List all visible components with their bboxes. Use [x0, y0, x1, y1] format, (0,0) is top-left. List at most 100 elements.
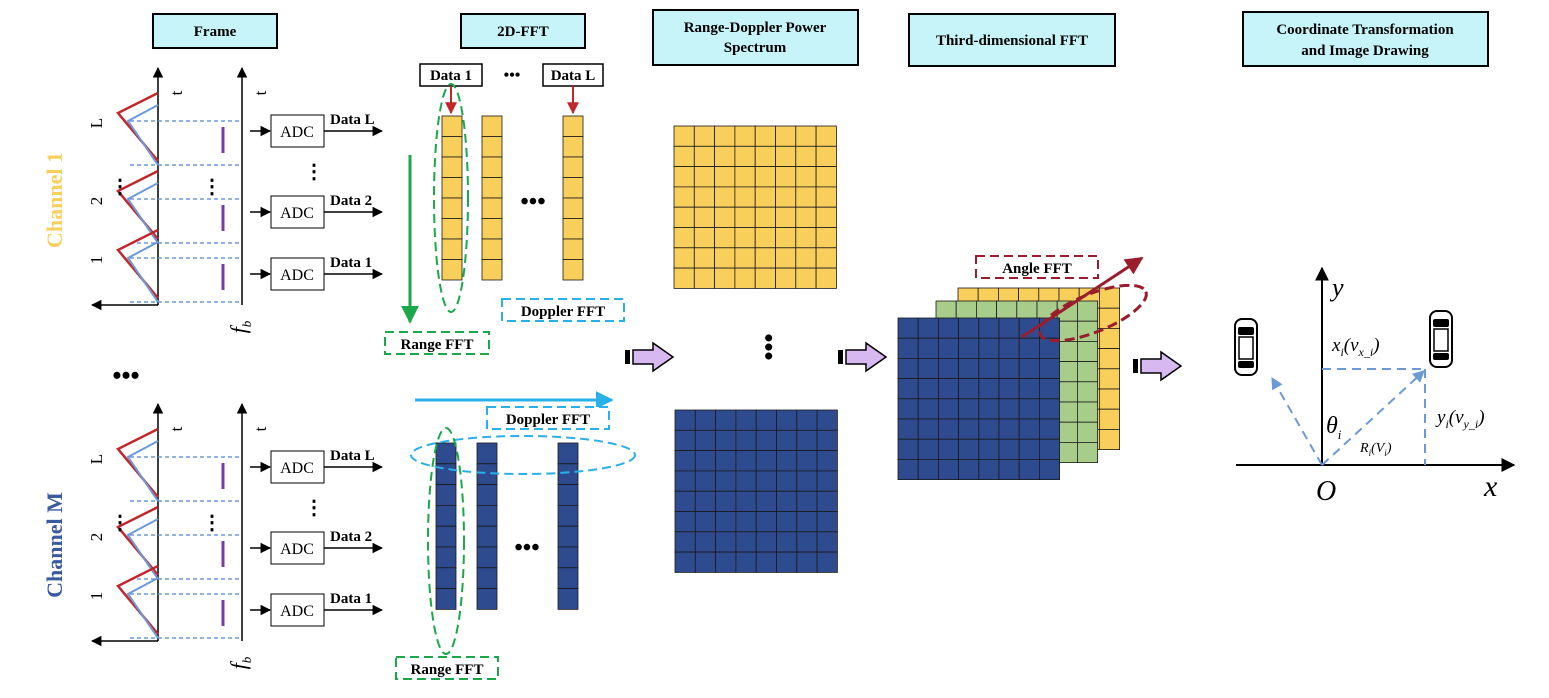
grid-cell	[674, 531, 696, 553]
grid-cell	[1018, 337, 1040, 359]
grid-cell	[776, 409, 798, 431]
axis-fb-label: fb	[226, 320, 254, 333]
svg-text:Doppler FFT: Doppler FFT	[506, 412, 590, 428]
grid-cell	[735, 409, 757, 431]
adc-vdots: ⋮	[304, 161, 324, 183]
yi-velocity-label: yi(vy_i)	[1435, 407, 1485, 431]
column-cell	[441, 238, 463, 260]
grid-cell	[754, 186, 776, 208]
grid-cell	[998, 398, 1020, 420]
process-arrow-tail	[838, 350, 843, 364]
grid-cell	[938, 357, 960, 379]
spectrum-vdots: •••	[754, 333, 783, 360]
column-cell	[435, 525, 457, 548]
grid-cell	[1039, 458, 1061, 480]
grid-cell	[917, 438, 939, 460]
chirp-index-label: 1	[87, 592, 106, 601]
grid-cell	[674, 450, 696, 472]
grid-cell	[1056, 421, 1078, 443]
xi-velocity-label: xi(vx_i)	[1331, 335, 1380, 359]
grid-cell	[1077, 340, 1099, 362]
column-cell	[476, 484, 498, 506]
beat-vdots: ⋮	[202, 176, 222, 198]
grid-cell	[998, 418, 1020, 440]
grid-cell	[1039, 398, 1061, 420]
grid-cell	[917, 458, 939, 480]
grid-cell	[775, 125, 797, 147]
grid-cell	[776, 470, 798, 492]
grid-cell	[694, 450, 716, 472]
beat-vdots: ⋮	[202, 512, 222, 534]
grid-cell	[815, 227, 837, 249]
grid-cell	[998, 357, 1020, 379]
grid-cell	[1077, 441, 1099, 463]
grid-cell	[815, 166, 837, 188]
column-cell	[557, 484, 579, 506]
grid-cell	[734, 125, 756, 147]
grid-cell	[754, 206, 776, 228]
grid-cell	[815, 267, 837, 289]
grid-cell	[1039, 378, 1061, 400]
grid-cell	[754, 267, 776, 289]
grid-cell	[795, 267, 817, 289]
process-arrows	[625, 341, 1183, 382]
rx-chirp	[126, 440, 159, 502]
grid-cell	[796, 470, 818, 492]
doppler-fft-label-bottom: Doppler FFT	[486, 406, 610, 430]
grid-cell	[694, 551, 716, 573]
column-cell	[562, 259, 584, 281]
grid-cell	[1099, 428, 1121, 450]
chirp-index-label: L	[87, 118, 106, 128]
chirp-index-label: L	[87, 454, 106, 464]
grid-cell	[694, 470, 716, 492]
grid-cell	[735, 490, 757, 512]
grid-cell	[816, 450, 838, 472]
header-range-doppler-spectrum: Range-Doppler Power Spectrum	[652, 9, 859, 66]
grid-cell	[754, 145, 776, 168]
grid-cell	[674, 470, 696, 492]
data-hdots: •••	[504, 67, 521, 84]
column-cell	[476, 525, 498, 548]
column-cell	[481, 259, 503, 281]
chirp-vdots: ⋮	[110, 512, 130, 534]
axis-t-label: t	[167, 90, 186, 95]
grid-cell	[673, 227, 695, 249]
axis-t-label: t	[167, 426, 186, 431]
grid-cell	[1077, 401, 1099, 423]
header-2d-fft: 2D-FFT	[460, 13, 586, 49]
grid-cell	[897, 317, 919, 339]
column-cell	[481, 115, 503, 137]
column-cell	[557, 463, 579, 485]
grid-cell	[755, 409, 777, 431]
column-cell	[476, 442, 498, 465]
grid-cell	[795, 206, 817, 228]
column-cell	[562, 197, 584, 219]
fft2d-bottom: Doppler FFT ••• Range FFT	[395, 391, 636, 680]
grid-cell	[1018, 357, 1040, 379]
grid-cell	[1077, 361, 1099, 383]
grid-cell	[796, 531, 818, 553]
grid-cell	[978, 418, 1000, 440]
grid-cell	[815, 145, 837, 168]
column-cell	[562, 218, 584, 240]
grid-cell	[714, 145, 736, 168]
coordinate-diagram: y x O xi(vx_i) yi(vy_i) θi Ri(Vi)	[1234, 266, 1516, 507]
grid-cell	[978, 357, 1000, 379]
column-cell	[435, 484, 457, 506]
grid-cell	[775, 206, 797, 228]
svg-text:Third-dimensional FFT: Third-dimensional FFT	[936, 33, 1088, 49]
chirp-index-label: 1	[87, 256, 106, 265]
grid-cell	[1039, 438, 1061, 460]
grid-cell	[795, 125, 817, 147]
grid-cell	[734, 247, 756, 269]
grid-cell	[754, 166, 776, 188]
grid-cell	[795, 145, 817, 168]
grid-cell	[796, 490, 818, 512]
grid-cell	[897, 357, 919, 379]
grid-cell	[735, 470, 757, 492]
grid-cell	[673, 267, 695, 289]
grid-cell	[694, 511, 716, 533]
header-frame: Frame	[152, 13, 278, 49]
grid-cell	[958, 398, 980, 420]
